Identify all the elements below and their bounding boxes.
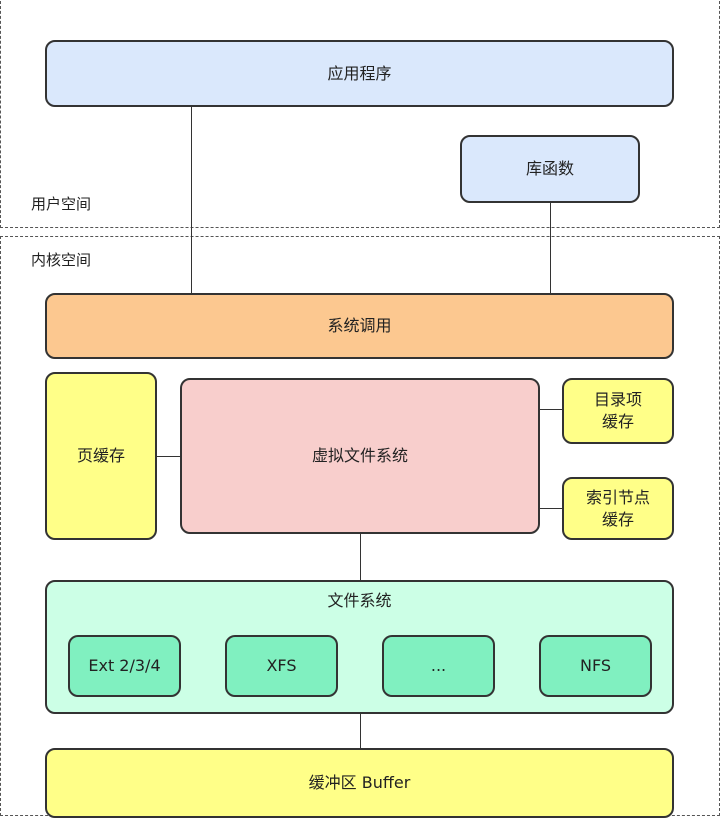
page-cache-label: 页缓存 <box>76 446 125 466</box>
fs-nfs-label: NFS <box>579 656 612 676</box>
dentry-cache-label-line1: 目录项 <box>593 390 642 410</box>
page-cache-box: 页缓存 <box>45 372 157 540</box>
inode-cache-box: 索引节点 缓存 <box>562 477 674 540</box>
fs-more-label: ... <box>430 656 447 676</box>
syscall-box: 系统调用 <box>45 293 674 359</box>
vfs-to-filesystem-line <box>360 533 361 580</box>
vfs-to-dentry-line <box>540 409 562 410</box>
dentry-cache-label-line2: 缓存 <box>601 412 634 431</box>
buffer-label: 缓冲区 Buffer <box>308 773 411 792</box>
inode-cache-label-line1: 索引节点 <box>585 487 650 507</box>
filesystem-to-buffer-line <box>360 714 361 748</box>
fs-xfs-box: XFS <box>225 635 338 697</box>
library-to-syscall-line <box>550 203 551 293</box>
syscall-label: 系统调用 <box>327 316 392 336</box>
kernel-space-label: 内核空间 <box>31 251 92 269</box>
application-label: 应用程序 <box>327 63 392 83</box>
fs-more-box: ... <box>382 635 495 697</box>
user-space-label: 用户空间 <box>31 195 92 213</box>
fs-ext-box: Ext 2/3/4 <box>68 635 181 697</box>
vfs-box: 虚拟文件系统 <box>180 378 540 534</box>
buffer-box: 缓冲区 Buffer <box>45 748 674 818</box>
pagecache-to-vfs-line <box>157 456 181 457</box>
library-box: 库函数 <box>460 135 640 203</box>
dentry-cache-box: 目录项 缓存 <box>562 378 674 444</box>
library-label: 库函数 <box>525 159 574 179</box>
fs-xfs-label: XFS <box>266 656 297 676</box>
vfs-label: 虚拟文件系统 <box>311 446 408 466</box>
filesystem-label: 文件系统 <box>327 591 392 610</box>
inode-cache-label-line2: 缓存 <box>601 509 634 529</box>
app-to-syscall-line <box>191 107 192 293</box>
vfs-to-inode-line <box>540 508 562 509</box>
fs-nfs-box: NFS <box>539 635 652 697</box>
application-box: 应用程序 <box>45 40 674 107</box>
fs-ext-label: Ext 2/3/4 <box>88 656 161 676</box>
